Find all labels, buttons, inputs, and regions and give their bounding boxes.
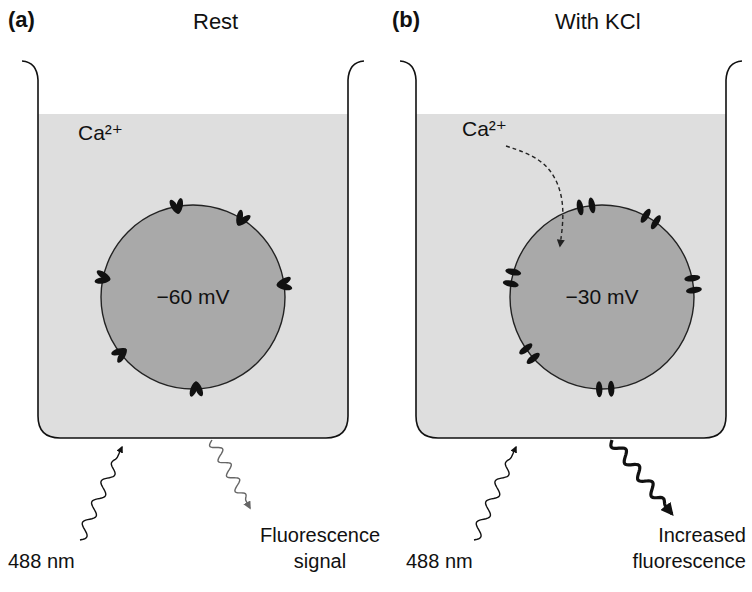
bath-solution <box>416 114 726 438</box>
emission-light <box>210 440 250 508</box>
open-channel <box>639 207 663 230</box>
channel-subunit <box>110 346 127 357</box>
open-channel <box>684 274 702 294</box>
calcium-influx-arrow <box>506 146 563 246</box>
channel-subunit <box>95 268 112 282</box>
excitation-light <box>80 447 122 540</box>
beaker-wall <box>400 61 742 438</box>
signal-label: Fluorescence signal <box>250 522 390 574</box>
open-channel <box>502 267 521 288</box>
open-channel <box>518 341 542 365</box>
panel-letter: (b) <box>392 6 420 35</box>
channel-subunit <box>276 282 293 292</box>
closed-channel <box>230 207 253 231</box>
channel-subunit <box>587 197 596 214</box>
panel-title: With KCl <box>555 8 641 37</box>
cell: −30 mV <box>510 205 694 389</box>
open-channel <box>596 381 615 398</box>
channel-subunit <box>518 341 535 356</box>
panel-title: Rest <box>193 8 238 37</box>
cell-membrane <box>510 205 694 389</box>
channel-subunit <box>525 351 542 366</box>
beaker: −60 mV Ca²⁺ <box>22 58 364 440</box>
channel-subunit <box>649 214 663 231</box>
cell-membrane <box>101 205 285 389</box>
membrane-potential: −60 mV <box>157 285 230 309</box>
channel-subunit <box>608 381 615 397</box>
cell: −60 mV <box>101 205 285 389</box>
emission-light <box>611 440 672 514</box>
channel-subunit <box>188 380 199 397</box>
beaker-wall <box>22 61 364 438</box>
channel-subunit <box>505 267 522 277</box>
closed-channel <box>187 380 205 398</box>
cell-text-holder: −30 mV <box>510 205 694 389</box>
cell-text-holder: −60 mV <box>101 205 285 389</box>
signal-label: Increased fluorescence <box>596 522 746 574</box>
closed-channel <box>274 275 293 294</box>
beaker: −30 mV Ca²⁺ <box>400 58 742 440</box>
channel-subunit <box>684 274 701 283</box>
ion-label: Ca²⁺ <box>462 116 507 141</box>
channel-subunit <box>686 286 703 295</box>
bath-solution <box>38 114 348 438</box>
closed-channel <box>93 268 113 288</box>
channel-subunit <box>175 197 185 214</box>
channel-subunit <box>576 199 585 216</box>
closed-channel <box>109 342 133 366</box>
channel-subunit <box>502 279 519 289</box>
panel-letter: (a) <box>8 6 35 35</box>
wavelength-label: 488 nm <box>8 548 75 574</box>
excitation-light <box>474 447 516 540</box>
channel-subunit <box>236 213 253 228</box>
wavelength-label: 488 nm <box>406 548 473 574</box>
channel-subunit <box>596 381 603 397</box>
ion-label: Ca²⁺ <box>78 120 123 145</box>
open-channel <box>576 197 597 216</box>
membrane-potential: −30 mV <box>566 285 639 309</box>
channel-subunit <box>639 207 653 224</box>
closed-channel <box>167 196 187 216</box>
